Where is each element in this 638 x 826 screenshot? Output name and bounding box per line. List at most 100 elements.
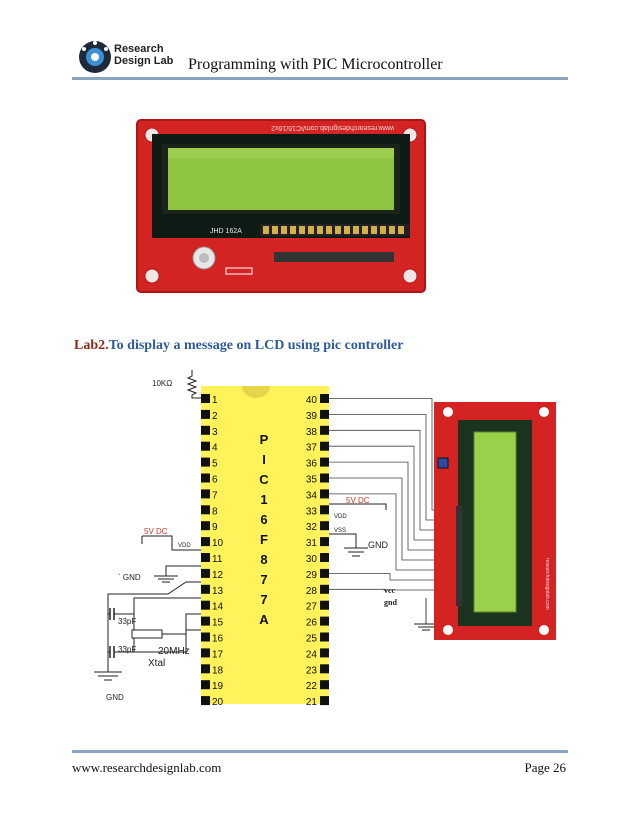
- chip-letters: P I C 1 6 F 8 7 7 A: [259, 432, 269, 627]
- pin-left: [201, 473, 210, 483]
- pin-right: [320, 489, 329, 499]
- pin-label-left: 4: [212, 443, 218, 454]
- chip-pins: 1234567891011121314151617181920403938373…: [201, 394, 329, 708]
- pin-label-left: 15: [212, 618, 224, 629]
- pin-label-right: 36: [306, 459, 318, 470]
- lcd-header-pins: [263, 226, 404, 234]
- pin-label-left: 7: [212, 490, 218, 501]
- vss-right-label: VSS: [334, 528, 346, 534]
- pin-label-right: 32: [306, 522, 318, 533]
- pin-label-left: 3: [212, 427, 218, 438]
- logo-line1: Research: [114, 43, 164, 55]
- chip-letter: C: [259, 472, 269, 487]
- vdd-left-label: VDD: [178, 543, 191, 549]
- pin-label-left: 9: [212, 522, 218, 533]
- chip-letter: I: [262, 452, 266, 467]
- logo-line2: Design Lab: [114, 55, 174, 67]
- pin-left: [201, 680, 210, 690]
- pin-label-left: 8: [212, 506, 218, 517]
- header: Research Design Lab Programming with PIC…: [0, 0, 638, 80]
- pin-left: [201, 394, 210, 403]
- pin-right: [320, 584, 329, 594]
- lcd-module-photo: www.researchdesignlab.com/IC16/16x2 JHD …: [136, 119, 426, 293]
- resistor-label: 10KΩ: [152, 379, 172, 388]
- pin-left: [201, 505, 210, 515]
- pic-chip: [201, 386, 329, 704]
- lab-title: To display a message on LCD using pic co…: [108, 338, 404, 353]
- lcd-side-text: researchdesignlab.com: [544, 558, 550, 610]
- pin-right: [320, 425, 329, 435]
- chip-letter: 6: [260, 512, 267, 527]
- pin-label-right: 30: [306, 554, 318, 565]
- data-wire: [329, 493, 456, 571]
- pin-left: [201, 616, 210, 626]
- lcd-module-diagram: researchdesignlab.com: [434, 402, 556, 640]
- pin-left: [201, 664, 210, 674]
- logo-text: Research Design Lab: [114, 43, 173, 67]
- chip-letter: F: [260, 532, 268, 547]
- header-divider: [72, 77, 568, 80]
- pin-label-left: 16: [212, 634, 224, 645]
- pin-label-left: 12: [212, 570, 224, 581]
- pcb-top-text: www.researchdesignlab.com/IC16/16x2: [271, 124, 395, 131]
- pin-label-right: 21: [306, 697, 318, 708]
- pin-left: [201, 537, 210, 547]
- lab-heading: Lab2.To display a message on LCD using p…: [74, 338, 403, 354]
- pin-label-right: 29: [306, 570, 318, 581]
- cap2-label: 33pF: [118, 645, 136, 654]
- pin-label-right: 27: [306, 602, 318, 613]
- pin-label-left: 19: [212, 681, 224, 692]
- page-title: Programming with PIC Microcontroller: [188, 56, 443, 73]
- pin-right: [320, 632, 329, 642]
- pin-label-left: 5: [212, 459, 218, 470]
- footer-divider: [72, 750, 568, 753]
- pin-label-right: 23: [306, 665, 318, 676]
- data-wire: [329, 477, 456, 561]
- crystal-label: 20MHz: [158, 646, 190, 657]
- circuit-schematic: 10KΩ P I C 1 6 F 8 7 7 A 123456789101112…: [94, 370, 556, 708]
- pin-label-left: 11: [212, 554, 223, 565]
- gnd-bottom-label: GND: [106, 693, 124, 702]
- pin-label-left: 13: [212, 586, 224, 597]
- pin-left: [201, 489, 210, 499]
- gnd-left-label: ` GND: [118, 573, 141, 582]
- pin-label-right: 40: [306, 395, 318, 406]
- data-wire: [329, 588, 456, 591]
- chip-letter: 7: [260, 592, 267, 607]
- pin-label-right: 39: [306, 411, 318, 422]
- gnd-right-label: GND: [368, 540, 389, 550]
- vdc-left-label: 5V DC: [144, 527, 168, 536]
- pin-right: [320, 505, 329, 515]
- pin-label-right: 26: [306, 618, 318, 629]
- data-wire: [329, 572, 456, 581]
- pin-right: [320, 648, 329, 658]
- chip-letter: 1: [260, 492, 267, 507]
- pin-right: [320, 441, 329, 451]
- page-number: Page 26: [524, 760, 566, 775]
- pin-label-right: 22: [306, 681, 318, 692]
- pin-label-right: 33: [306, 506, 318, 517]
- pin-right: [320, 537, 329, 547]
- pin-left: [201, 457, 210, 467]
- pin-label-left: 1: [212, 395, 218, 406]
- pin-label-right: 38: [306, 427, 318, 438]
- pin-left: [201, 409, 210, 419]
- pin-right: [320, 616, 329, 626]
- pin-right: [320, 696, 329, 706]
- pin-right: [320, 394, 329, 403]
- logo-icon: [79, 41, 111, 73]
- chip-letter: 8: [260, 552, 267, 567]
- pin-label-left: 14: [212, 602, 224, 613]
- pin-label-right: 35: [306, 475, 318, 486]
- pin-label-left: 20: [212, 697, 224, 708]
- chip-letter: A: [259, 612, 269, 627]
- pin-left: [201, 632, 210, 642]
- pin-right: [320, 664, 329, 674]
- pin-label-left: 2: [212, 411, 218, 422]
- cap1-label: 33pF: [118, 617, 136, 626]
- pin-left: [201, 553, 210, 562]
- pin-left: [201, 425, 210, 435]
- chip-letter: P: [260, 432, 269, 447]
- pin-right: [320, 553, 329, 562]
- pin-right: [320, 568, 329, 578]
